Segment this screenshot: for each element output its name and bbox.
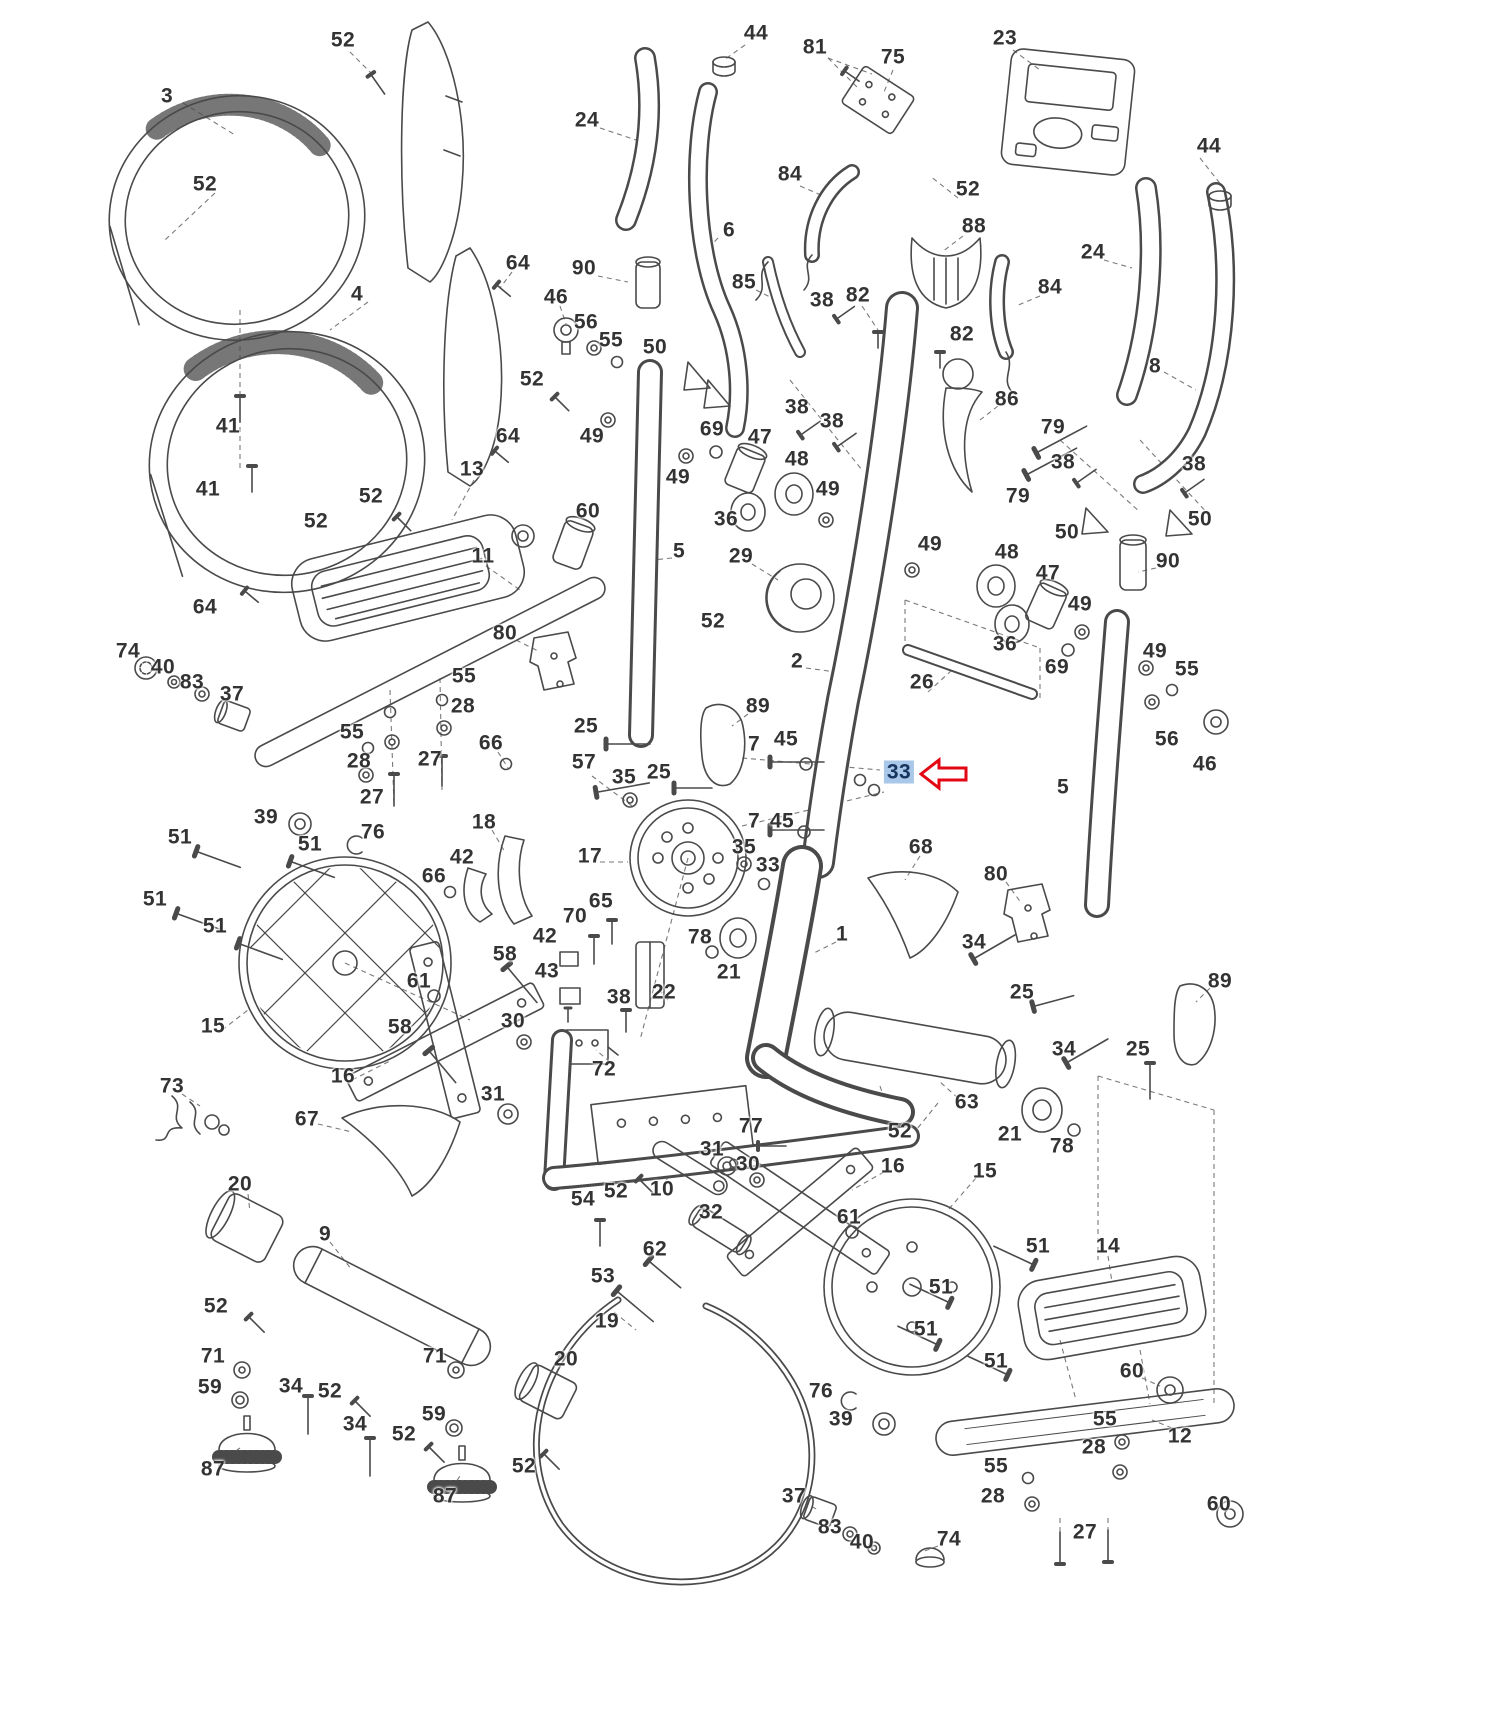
highlight-arrow-icon [919, 757, 968, 791]
